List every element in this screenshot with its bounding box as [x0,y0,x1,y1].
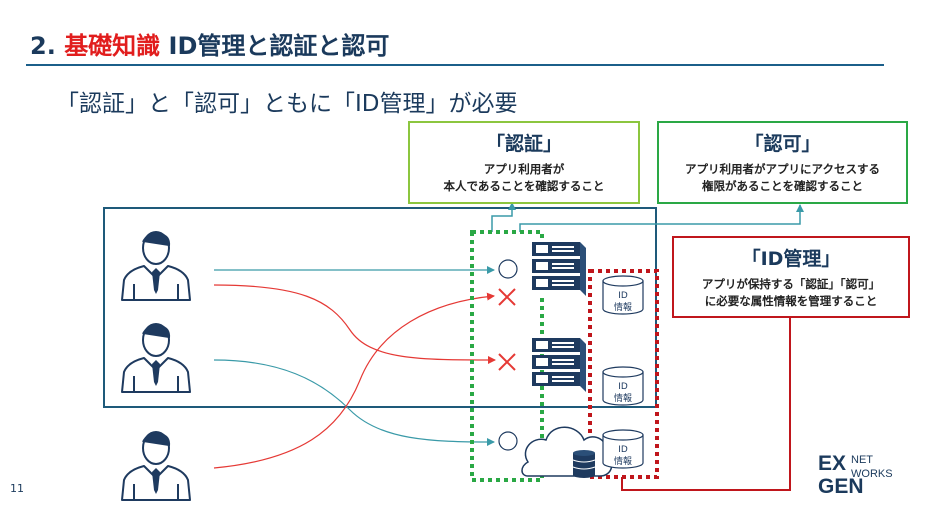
ok-circle-icon [498,259,518,279]
id-database-label: ID [618,382,628,392]
title-rest: ID管理と認証と認可 [168,32,390,60]
authentication-heading: 「認証」 [485,133,562,155]
logo-mark-ex: EX [818,452,846,475]
subtitle: 「認証」と「認可」ともに「ID管理」が必要 [56,91,518,117]
database-icon [572,450,596,478]
logo-text-net: NET [851,454,873,466]
id-database-icon [602,429,644,469]
server-rack-icon [532,338,586,392]
id-management-connector [621,318,791,491]
id-database-icon [602,366,644,406]
title-highlight: 基礎知識 [64,32,161,60]
id-management-callout: 「ID管理」 アプリが保持する「認証」「認可」 に必要な属性情報を管理すること [672,236,910,318]
organization-box [103,207,657,408]
ng-cross-icon [498,288,516,306]
cloud-icon [521,426,613,477]
authorization-callout: 「認可」 アプリ利用者がアプリにアクセスする 権限があることを確認すること [657,121,908,204]
authentication-line1: アプリ利用者が [483,162,565,176]
businessman-icon [121,431,191,501]
id-database-label: 情報 [614,455,632,467]
logo-text-works: WORKS [851,468,893,480]
authentication-callout: 「認証」 アプリ利用者が 本人であることを確認すること [408,121,640,204]
user1-flow-ng [213,284,496,364]
logo-mark-gen: GEN [818,475,864,498]
title-number: 2. [30,32,56,60]
user3-flow-ng [213,292,495,469]
user2-flow-ok [213,359,495,446]
id-management-heading: 「ID管理」 [741,248,841,270]
authorization-line2: 権限があることを確認すること [702,179,863,193]
authentication-connector [491,202,516,232]
server-rack-icon [528,240,586,296]
authorization-connector [519,204,804,232]
authorization-heading: 「認可」 [744,133,821,155]
id-zone [588,269,659,479]
page-number: 11 [10,482,24,495]
ok-circle-icon [498,431,518,451]
id-database-label: 情報 [614,392,632,404]
title-rule [26,64,884,66]
page-title: 2. 基礎知識 ID管理と認証と認可 [30,26,389,61]
id-database-label: ID [618,445,628,455]
businessman-icon [121,323,191,393]
id-management-line2: に必要な属性情報を管理すること [704,294,878,308]
id-database-icon [602,275,644,315]
ng-cross-icon [498,353,516,371]
authentication-line2: 本人であることを確認すること [443,179,605,193]
id-management-line1: アプリが保持する「認証」「認可」 [701,277,881,291]
authorization-line1: アプリ利用者がアプリにアクセスする [685,162,880,176]
businessman-icon [121,231,191,301]
id-database-label: 情報 [614,301,632,313]
company-logo: EX GEN NET WORKS [818,452,893,498]
id-database-label: ID [618,291,628,301]
